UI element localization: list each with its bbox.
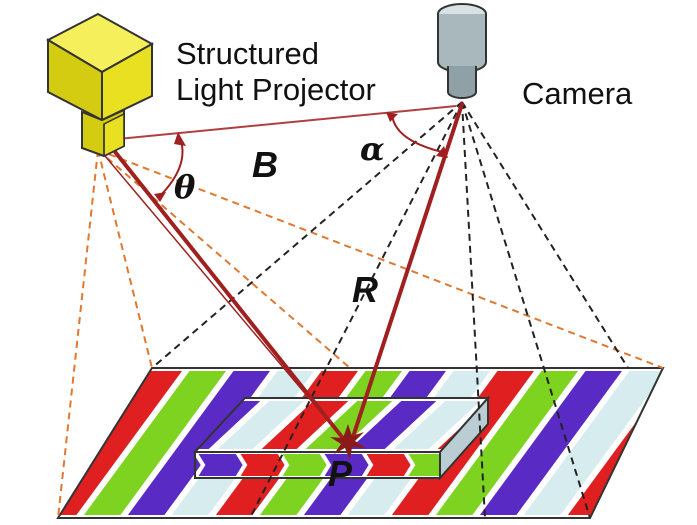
projector-label-line1: Structured bbox=[176, 36, 319, 71]
front-block-red bbox=[359, 452, 416, 478]
angle-arrowheads bbox=[154, 112, 448, 202]
alpha-label: α bbox=[360, 130, 385, 168]
stripe-red bbox=[246, 398, 364, 452]
stripe-blue bbox=[468, 368, 634, 518]
baseline-label: B bbox=[252, 144, 278, 185]
stripe-light bbox=[644, 368, 663, 518]
impact-point bbox=[330, 424, 366, 460]
stripe-light bbox=[202, 398, 320, 452]
camera-field-lines bbox=[151, 101, 629, 519]
stripe-green bbox=[290, 398, 408, 452]
rays bbox=[110, 102, 464, 444]
angle-arcs bbox=[159, 113, 443, 197]
front-block-blue bbox=[195, 452, 248, 478]
theta-label: θ bbox=[174, 168, 196, 206]
range-label: R bbox=[352, 269, 378, 310]
stripe-light bbox=[378, 398, 488, 452]
stripe-green bbox=[424, 368, 590, 518]
stripe-green bbox=[72, 368, 238, 518]
camera-label: Camera bbox=[522, 76, 633, 111]
baseline bbox=[107, 105, 457, 141]
point-label: P bbox=[328, 453, 353, 494]
projector-label-line2: Light Projector bbox=[176, 72, 376, 107]
front-block-green bbox=[275, 452, 332, 478]
projector bbox=[45, 12, 155, 158]
stripe-light bbox=[512, 368, 663, 518]
object-box-stripes bbox=[195, 398, 488, 452]
object-box-front bbox=[195, 452, 440, 478]
projector-field-lines bbox=[57, 149, 664, 519]
front-block-blue bbox=[317, 452, 374, 478]
object-box bbox=[192, 395, 491, 481]
camera bbox=[437, 3, 487, 99]
front-block-green bbox=[401, 452, 440, 478]
